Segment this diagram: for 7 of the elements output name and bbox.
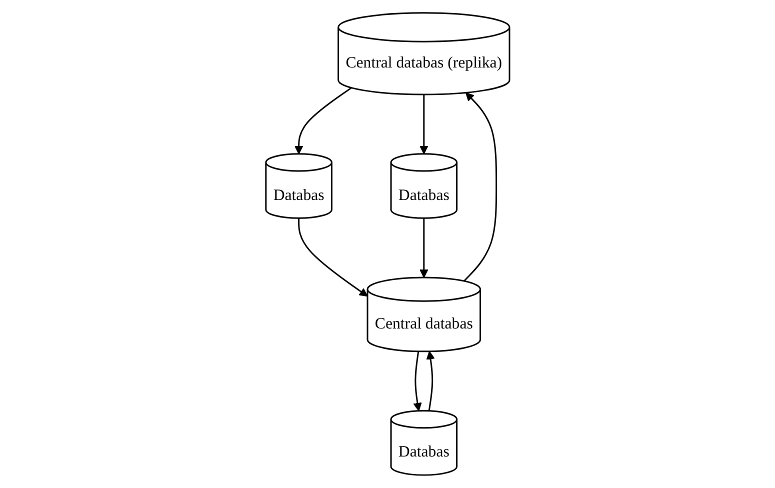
arrow bbox=[419, 218, 428, 278]
arrow bbox=[294, 87, 352, 154]
arrow bbox=[463, 92, 497, 282]
arrow bbox=[298, 218, 368, 297]
arrow bbox=[413, 351, 422, 412]
arrow bbox=[419, 94, 428, 154]
arrow bbox=[426, 351, 435, 411]
